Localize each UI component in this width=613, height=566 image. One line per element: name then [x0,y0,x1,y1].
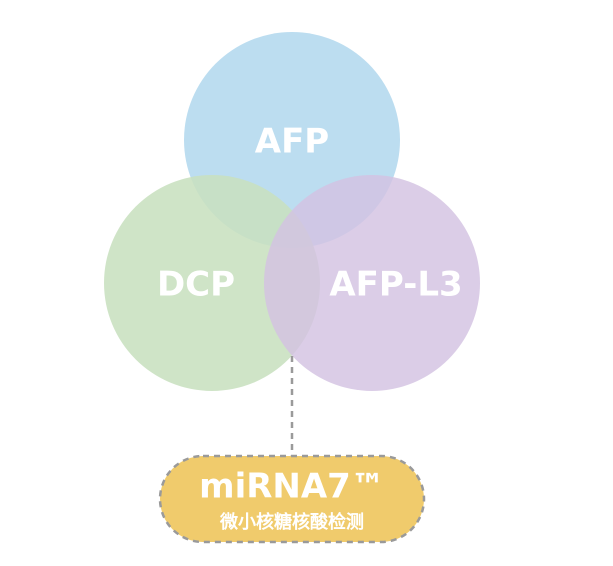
mirna-badge [158,454,426,544]
badge-subtitle: 微小核糖核酸检测 [219,511,364,533]
circle-afp-l3 [264,175,480,391]
label-afp: AFP [255,122,329,162]
label-afp-l3: AFP-L3 [329,265,462,305]
circle-dcp [104,175,320,391]
badge-title: miRNA7™ [199,467,385,507]
label-dcp: DCP [157,265,235,305]
